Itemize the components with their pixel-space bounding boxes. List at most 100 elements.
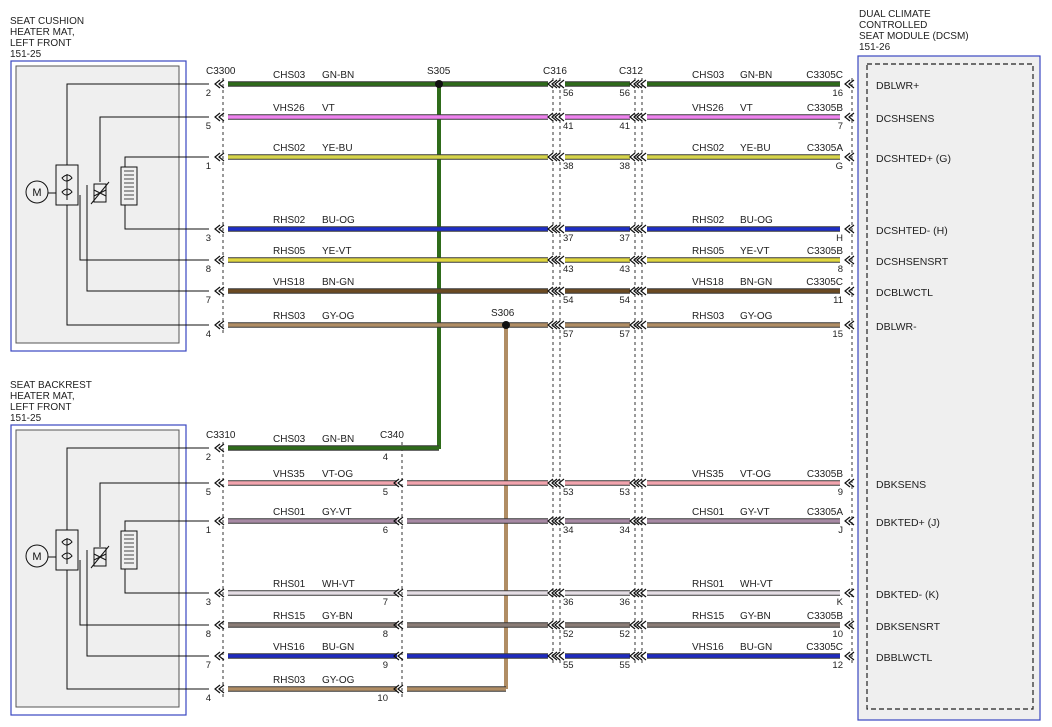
pin-number: 57 (619, 329, 630, 340)
backrest-label-line: HEATER MAT, (10, 391, 75, 402)
connector-arrow (636, 224, 647, 234)
connector-arrow (393, 516, 404, 526)
backrest-label: SEAT BACKREST HEATER MAT, LEFT FRONT 151… (10, 380, 92, 424)
backrest-blower-motor: M (25, 544, 49, 568)
pin-number: 56 (563, 88, 574, 99)
pin-number: 8 (383, 629, 388, 640)
pin-number: G (836, 161, 843, 172)
dcsm-signal-name: DBLWR- (876, 321, 917, 333)
backrest-fan-icon (61, 538, 73, 564)
pin-number: 5 (206, 487, 211, 498)
connector-arrow (554, 286, 565, 296)
circuit-id: RHS03 (273, 675, 306, 686)
backrest-mat-body (15, 429, 180, 708)
pin-number: 4 (206, 329, 211, 340)
wire-color-code: YE-BU (322, 143, 353, 154)
pin-number: 7 (206, 660, 211, 671)
connector-arrow (214, 588, 225, 598)
wire-color-code: YE-VT (740, 246, 769, 257)
cushion-component-box (10, 60, 187, 352)
connector-arrow (214, 684, 225, 694)
connector-arrow (629, 320, 640, 330)
connector-arrow (214, 516, 225, 526)
connector-arrow (636, 588, 647, 598)
connector-arrow (214, 443, 225, 453)
circuit-id: CHS02 (692, 143, 725, 154)
wire-color-code: GN-BN (322, 434, 354, 445)
wire-color-code: GY-OG (740, 311, 773, 322)
connector-arrow (629, 152, 640, 162)
connector-arrow (629, 620, 640, 630)
circuit-id: VHS16 (692, 642, 724, 653)
wire-color-code: YE-BU (740, 143, 771, 154)
pin-number: 41 (619, 121, 630, 132)
dcsm-signal-name: DBKTED- (K) (876, 589, 939, 601)
connector-arrow (554, 620, 565, 630)
connector-arrow (844, 255, 855, 265)
connector-arrow (214, 224, 225, 234)
connector-arrow (547, 224, 558, 234)
circuit-id: RHS01 (692, 579, 725, 590)
connector-arrow (554, 478, 565, 488)
pin-number: 7 (383, 597, 388, 608)
connector-arrow (629, 79, 640, 89)
connector-c3310-label: C3310 (206, 430, 236, 441)
dcsm-label-line: DUAL CLIMATE (859, 9, 931, 20)
pin-number: 54 (619, 295, 630, 306)
connector-arrow (214, 152, 225, 162)
splice-s305-label: S305 (427, 66, 451, 77)
connector-arrow (547, 620, 558, 630)
connector-arrow (636, 516, 647, 526)
motor-symbol: M (32, 187, 41, 199)
dcsm-component-box (857, 55, 1041, 721)
dcsm-connector-id: C3305A (807, 143, 843, 154)
circuit-id: RHS02 (692, 215, 725, 226)
pin-number: K (837, 597, 844, 608)
connector-arrow (547, 588, 558, 598)
pin-number: 9 (383, 660, 388, 671)
dcsm-signal-name: DCSHSENSRT (876, 256, 949, 268)
connector-arrow (844, 79, 855, 89)
circuit-id: VHS18 (692, 277, 724, 288)
dcsm-connector-id: C3305B (807, 611, 843, 622)
connector-c312-label: C312 (619, 66, 643, 77)
circuit-id: RHS03 (692, 311, 725, 322)
connector-arrow (844, 516, 855, 526)
pin-number: H (836, 233, 843, 244)
wire-color-code: GY-VT (322, 507, 352, 518)
dcsm-signal-name: DBKTED+ (J) (876, 517, 940, 529)
connector-arrow (554, 255, 565, 265)
pin-number: 4 (383, 452, 388, 463)
backrest-label-line: SEAT BACKREST (10, 380, 92, 391)
cushion-label: SEAT CUSHION HEATER MAT, LEFT FRONT 151-… (10, 16, 84, 60)
circuit-id: VHS18 (273, 277, 305, 288)
connector-arrow (554, 651, 565, 661)
splice-s306-dot (502, 321, 510, 329)
wire-color-code: GY-VT (740, 507, 770, 518)
backrest-temperature-sensor-icon (90, 545, 110, 569)
connector-arrow (214, 286, 225, 296)
connector-arrow (554, 112, 565, 122)
connector-arrow (629, 224, 640, 234)
wire-color-code: WH-VT (740, 579, 773, 590)
pin-number: 9 (838, 487, 843, 498)
backrest-heater-element-icon (124, 534, 134, 564)
pin-number: 36 (619, 597, 630, 608)
connector-arrow (393, 651, 404, 661)
pin-number: 37 (563, 233, 574, 244)
pin-number: 3 (206, 233, 211, 244)
connector-arrow (636, 651, 647, 661)
pin-number: 16 (832, 88, 843, 99)
circuit-id: RHS15 (273, 611, 306, 622)
dcsm-connector-id: C3305B (807, 469, 843, 480)
circuit-id: RHS02 (273, 215, 306, 226)
connector-arrow (636, 112, 647, 122)
pin-number: 6 (383, 525, 388, 536)
pin-number: 10 (377, 693, 388, 704)
connector-arrow (636, 152, 647, 162)
wire-color-code: BU-GN (740, 642, 772, 653)
pin-number: 36 (563, 597, 574, 608)
dcsm-label-line: SEAT MODULE (DCSM) (859, 31, 969, 42)
